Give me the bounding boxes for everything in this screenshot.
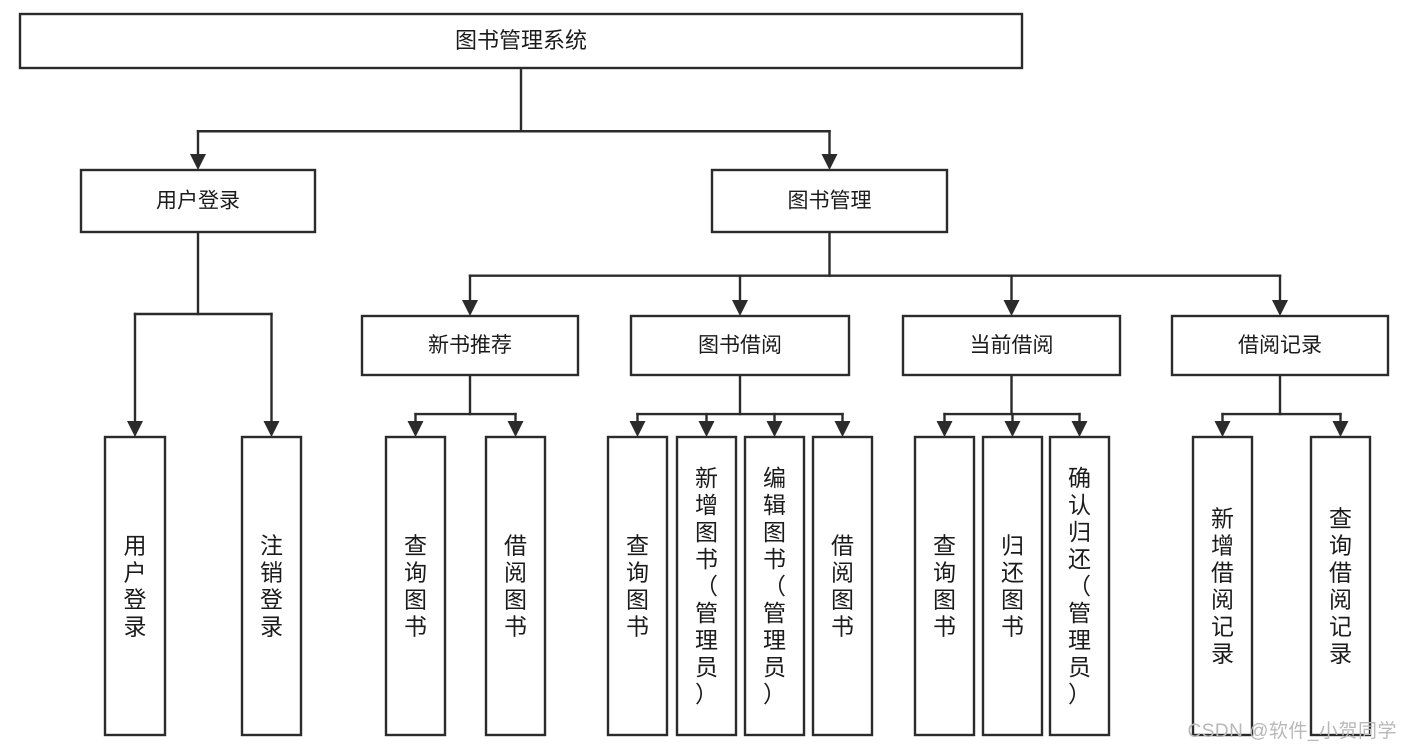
node-label: 查询图书 (404, 533, 427, 640)
node-label: 新书推荐 (428, 334, 512, 357)
node-leaf-add-book[interactable]: 新增图书（管理员） (675, 435, 738, 737)
node-leaf-borrow-book[interactable]: 借阅图书 (811, 435, 874, 737)
node-box (384, 435, 447, 737)
node-box (710, 168, 949, 234)
node-book-borrow[interactable]: 图书借阅 (629, 314, 851, 377)
arrow-head-icon (834, 421, 851, 437)
node-box (1170, 314, 1390, 377)
node-label: 查询图书 (626, 533, 649, 640)
node-box (360, 314, 580, 377)
node-label: 确认归还（管理员） (1068, 465, 1091, 707)
node-box (913, 435, 976, 737)
node-leaf-query-borrow-record[interactable]: 查询借阅记录 (1309, 435, 1372, 737)
node-book-manage[interactable]: 图书管理 (710, 168, 949, 234)
node-label: 借阅图书 (504, 533, 527, 640)
node-label: 图书管理 (788, 190, 872, 213)
connector-layer (127, 66, 1349, 437)
node-label: 图书管理系统 (455, 28, 587, 53)
arrow-head-icon (629, 421, 646, 437)
arrow-head-icon (936, 421, 953, 437)
node-label: 编辑图书（管理员） (763, 465, 786, 707)
node-box (743, 435, 806, 737)
arrow-head-icon (1332, 421, 1349, 437)
arrow-head-icon (1272, 300, 1288, 316)
arrow-head-icon (190, 154, 206, 170)
arrow-head-icon (1214, 421, 1231, 437)
node-label: 查询图书 (933, 533, 956, 640)
node-label: 查询借阅记录 (1329, 506, 1352, 667)
arrow-head-icon (407, 421, 424, 437)
node-leaf-query-book-current[interactable]: 查询图书 (913, 435, 976, 737)
node-new-book-recommend[interactable]: 新书推荐 (360, 314, 580, 377)
node-box (629, 314, 851, 377)
node-leaf-return-book[interactable]: 归还图书 (981, 435, 1044, 737)
arrow-head-icon (127, 421, 143, 437)
node-box (675, 435, 738, 737)
node-box (981, 435, 1044, 737)
node-label: 当前借阅 (970, 334, 1054, 357)
arrow-head-icon (698, 421, 715, 437)
node-label: 用户登录 (124, 533, 147, 640)
node-leaf-user-login[interactable]: 用户登录 (103, 435, 167, 737)
node-box (1309, 435, 1372, 737)
arrow-head-icon (462, 300, 478, 316)
arrow-head-icon (1004, 421, 1021, 437)
node-leaf-edit-book[interactable]: 编辑图书（管理员） (743, 435, 806, 737)
arrow-head-icon (507, 421, 524, 437)
arrow-head-icon (732, 300, 748, 316)
node-layer: 图书管理系统用户登录图书管理新书推荐图书借阅当前借阅借阅记录用户登录注销登录查询… (18, 12, 1390, 737)
arrow-head-icon (1003, 300, 1020, 316)
node-box (103, 435, 167, 737)
node-label: 借阅图书 (831, 533, 854, 640)
node-box (18, 12, 1024, 70)
node-user-login[interactable]: 用户登录 (79, 168, 317, 234)
arrow-head-icon (821, 154, 838, 170)
node-box (484, 435, 547, 737)
node-label: 用户登录 (156, 190, 240, 213)
node-label: 注销登录 (260, 533, 283, 640)
node-leaf-confirm-return[interactable]: 确认归还（管理员） (1048, 435, 1111, 737)
node-box (240, 435, 303, 737)
node-label: 新增借阅记录 (1211, 506, 1234, 667)
node-leaf-borrow-book-rec[interactable]: 借阅图书 (484, 435, 547, 737)
node-box (811, 435, 874, 737)
arrow-head-icon (1071, 421, 1088, 437)
node-borrow-record[interactable]: 借阅记录 (1170, 314, 1390, 377)
watermark-text: CSDN @软件_小贺同学 (1187, 721, 1397, 742)
node-box (606, 435, 669, 737)
arrow-head-icon (263, 421, 280, 437)
node-box (1191, 435, 1254, 737)
arrow-head-icon (766, 421, 783, 437)
node-box (1048, 435, 1111, 737)
node-leaf-user-logout[interactable]: 注销登录 (240, 435, 303, 737)
node-root[interactable]: 图书管理系统 (18, 12, 1024, 70)
node-label: 新增图书（管理员） (695, 465, 718, 707)
node-box (79, 168, 317, 234)
node-leaf-query-book-rec[interactable]: 查询图书 (384, 435, 447, 737)
node-leaf-add-borrow-record[interactable]: 新增借阅记录 (1191, 435, 1254, 737)
node-label: 归还图书 (1001, 533, 1024, 640)
node-box (901, 314, 1122, 377)
node-current-borrow[interactable]: 当前借阅 (901, 314, 1122, 377)
node-label: 图书借阅 (698, 334, 782, 357)
node-label: 借阅记录 (1238, 334, 1322, 357)
node-leaf-query-book-borrow[interactable]: 查询图书 (606, 435, 669, 737)
